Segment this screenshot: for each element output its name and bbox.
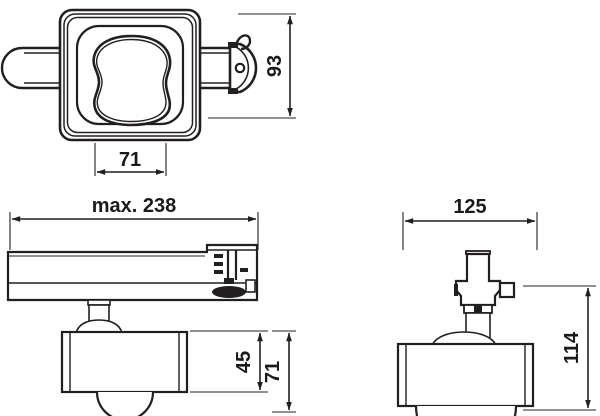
- cylinder-head-front: [396, 331, 535, 416]
- track-adapter-front: [454, 250, 516, 340]
- head-front-cylinder-body: [396, 342, 535, 408]
- dimension-45-group: 45: [190, 330, 268, 393]
- dimension-114-label: 114: [561, 331, 583, 364]
- adapter-contact-1: [214, 254, 223, 258]
- arm-body: [6, 243, 259, 302]
- clamp-bottom-tab: [228, 88, 238, 94]
- dimension-71-height-group: 71: [262, 330, 296, 413]
- aperture-blob-inner: [95, 38, 168, 123]
- dimension-238-group: max. 238: [9, 195, 259, 250]
- dimension-114-group: 114: [523, 285, 596, 411]
- dimension-125-label: 125: [453, 196, 486, 218]
- arm-body-outline: [6, 243, 259, 302]
- plate-rim-2: [66, 16, 194, 134]
- clamp-hook: [234, 34, 252, 51]
- adapter-front-clip-left: [454, 284, 458, 296]
- front-view-group: 125: [396, 196, 596, 416]
- dimension-71-width-label: 71: [119, 149, 141, 171]
- square-plate: [58, 8, 202, 142]
- dimension-71-height-label: 71: [262, 361, 284, 383]
- head-cylinder-body: [60, 330, 189, 394]
- adapter-front-side-lug: [498, 281, 516, 299]
- adapter-locking-lever: [212, 286, 246, 298]
- adapter-contact-2: [214, 262, 223, 266]
- dimension-93-group: 93: [208, 13, 296, 119]
- clamp-top-tab: [228, 42, 238, 48]
- adapter-contact-3: [214, 270, 223, 274]
- dimension-238-label: max. 238: [92, 195, 177, 217]
- dimension-71-width-group: 71: [94, 143, 167, 176]
- adapter-foot: [224, 278, 234, 284]
- plate-rim-1: [63, 13, 197, 137]
- clamp-pivot-hole: [234, 62, 246, 74]
- side-view-group: max. 238: [6, 195, 296, 416]
- dimension-125-group: 125: [402, 196, 538, 250]
- track-adapter-detail: [207, 249, 257, 298]
- adapter-front-collar-notch: [474, 305, 482, 313]
- adapter-side-lug: [240, 268, 248, 272]
- aperture-blob-outer: [92, 34, 172, 127]
- dimension-45-label: 45: [233, 351, 255, 373]
- adapter-front-body: [454, 252, 502, 307]
- head-top-cap: [74, 319, 124, 334]
- head-front-top-cap: [430, 331, 498, 346]
- dome-lens: [95, 391, 155, 416]
- cylinder-head: [60, 319, 189, 416]
- dome-lens-front: [414, 405, 518, 416]
- left-arm-outline: [0, 46, 72, 90]
- clamp-inner-arc: [233, 45, 250, 91]
- adapter-end-cap: [245, 279, 256, 293]
- clamp-bracket: [228, 34, 258, 94]
- dimension-93-label: 93: [264, 55, 286, 77]
- top-view-group: 93 71: [0, 8, 296, 176]
